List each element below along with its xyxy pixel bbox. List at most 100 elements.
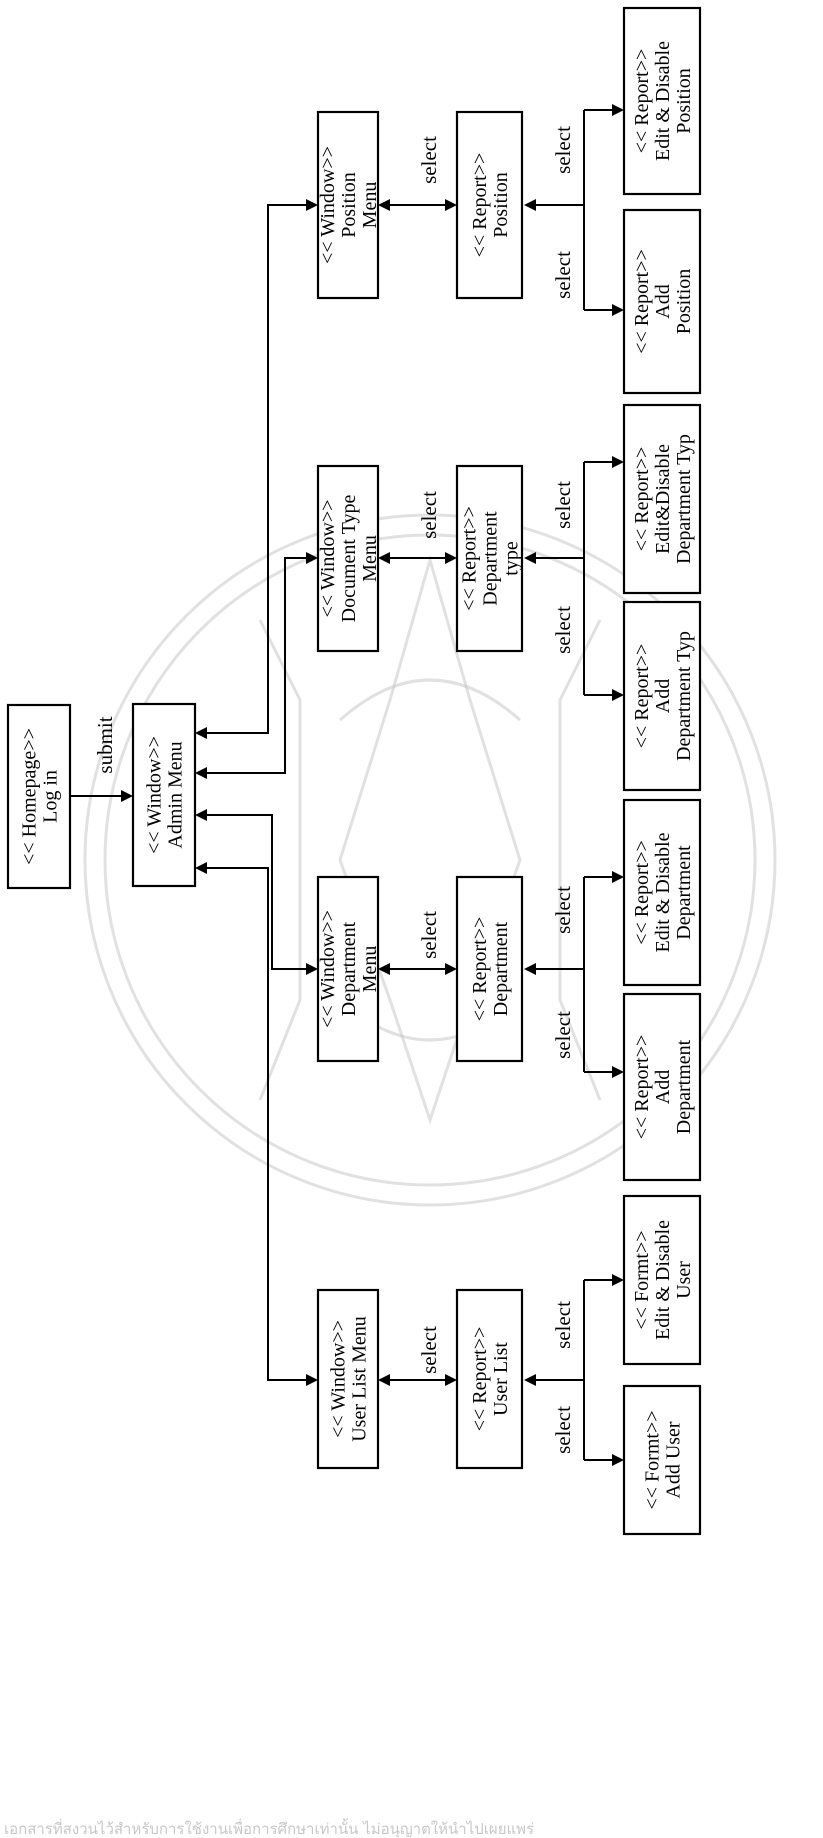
box-label-line: Edit & Disable [652, 41, 674, 161]
box-label-line: Department Typ [673, 631, 695, 761]
label-select-add-doctype: select [551, 606, 575, 654]
box-label: << Report>>Departmenttype [459, 506, 523, 611]
box-label-line: Department Typ [673, 434, 695, 564]
box-homepage: << Homepage>>Log in [6, 703, 72, 890]
box-frame [622, 798, 702, 987]
box-add-dept: << Report>>AddDepartment [622, 992, 702, 1182]
box-frame [622, 992, 702, 1182]
box-label-line: << Homepage>> [19, 728, 41, 865]
connector-admin-userlist [195, 862, 318, 1386]
box-frame [316, 1288, 380, 1470]
box-label: << Window>>DepartmentMenu [317, 910, 381, 1028]
box-label-line: Edit & Disable [652, 1220, 674, 1340]
box-edit-dept-typ: << Report>>Edit&DisableDepartment Typ [622, 403, 702, 595]
box-label-line: << Report>> [631, 447, 653, 552]
label-select-edit-position: select [551, 126, 575, 174]
box-frame [455, 464, 524, 653]
box-edit-pos: << Report>>Edit & DisablePosition [622, 6, 702, 196]
label-select-add-userlist: select [551, 1406, 575, 1454]
label-select-userlist: select [417, 1326, 441, 1374]
box-label-line: Admin Menu [165, 741, 187, 848]
box-frame [622, 6, 702, 196]
label-select-edit-department: select [551, 886, 575, 934]
box-label-line: Edit&Disable [652, 444, 674, 554]
connector-lines [70, 104, 624, 1466]
box-label-line: Department [673, 1039, 695, 1134]
box-label-line: << Window>> [317, 910, 339, 1028]
box-label-line: User List Menu [349, 1316, 371, 1442]
box-add-pos: << Report>>AddPosition [622, 208, 702, 395]
box-frame [316, 110, 380, 300]
box-label: << Window>>Admin Menu [144, 736, 187, 854]
box-label: << Report>>AddPosition [631, 249, 695, 354]
box-frame [622, 1384, 702, 1536]
box-label: << Formt>>Edit & DisableUser [631, 1220, 695, 1340]
box-frame [131, 702, 197, 888]
box-label: << Report>>AddDepartment Typ [631, 631, 695, 761]
box-label-line: Department [480, 511, 502, 606]
box-label-line: Department [338, 921, 360, 1016]
box-label-line: Log in [40, 770, 62, 823]
box-edit-user: << Formt>>Edit & DisableUser [622, 1194, 702, 1366]
box-label-line: << Report>> [469, 153, 491, 258]
box-label-line: User [673, 1261, 695, 1299]
box-label: << Report>>Position [469, 153, 512, 258]
connector-admin-position [195, 199, 318, 739]
box-label-line: << Report>> [631, 49, 653, 154]
box-label-line: << Report>> [459, 506, 481, 611]
box-frame [316, 464, 380, 653]
label-select-add-position: select [551, 251, 575, 299]
box-doctype-menu: << Window>>Document TypeMenu [316, 464, 381, 653]
box-label-line: << Report>> [631, 1035, 653, 1140]
box-label-line: << Window>> [317, 146, 339, 264]
box-label-line: Position [490, 172, 512, 238]
box-label-line: Document Type [338, 495, 360, 623]
box-user-list: << Report>>User List [455, 1288, 524, 1470]
box-label-line: << Report>> [469, 917, 491, 1022]
box-label-line: << Formt>> [631, 1230, 653, 1329]
box-label: << Report>>Department [469, 917, 512, 1022]
box-label-line: << Report>> [631, 644, 653, 749]
box-label-line: << Window>> [317, 500, 339, 618]
box-label: << Report>>Edit & DisableDepartment [631, 832, 695, 952]
box-dept-report: << Report>>Department [455, 875, 524, 1063]
box-user-list-menu: << Window>>User List Menu [316, 1288, 380, 1470]
label-select-add-department: select [551, 1011, 575, 1059]
box-frame [455, 1288, 524, 1470]
box-label: << Window>>PositionMenu [317, 146, 381, 264]
box-label-line: User List [490, 1342, 512, 1416]
box-label-line: Add [652, 679, 674, 713]
box-label: << Report>>Edit & DisablePosition [631, 41, 695, 161]
box-label-line: << Report>> [469, 1327, 491, 1432]
box-frame [622, 600, 702, 792]
box-label: << Report>>Edit&DisableDepartment Typ [631, 434, 695, 564]
box-frame [622, 1194, 702, 1366]
box-label-line: << Formt>> [642, 1410, 664, 1509]
box-dept-type: << Report>>Departmenttype [455, 464, 524, 653]
box-frame [622, 208, 702, 395]
box-label-line: << Report>> [631, 249, 653, 354]
label-select-position: select [417, 136, 441, 184]
box-label-line: Edit & Disable [652, 832, 674, 952]
box-label-line: type [501, 541, 523, 576]
connector-admin-department [195, 809, 318, 975]
box-label: << Homepage>>Log in [19, 728, 62, 865]
box-admin: << Window>>Admin Menu [131, 702, 197, 888]
box-label-line: << Window>> [328, 1320, 350, 1438]
box-dept-menu: << Window>>DepartmentMenu [316, 875, 381, 1063]
box-frame [622, 403, 702, 595]
footer-watermark-text: เอกสารที่สงวนไว้สำหรับการใช้งานเพื่อการศ… [4, 1820, 535, 1837]
box-frame [455, 875, 524, 1063]
box-label-line: Add [652, 284, 674, 318]
box-frame [6, 703, 72, 890]
label-select-edit-doctype: select [551, 481, 575, 529]
box-label: << Window>>Document TypeMenu [317, 495, 381, 623]
box-label-line: Add User [663, 1421, 685, 1499]
box-label-line: Menu [359, 946, 381, 993]
box-label: << Formt>>Add User [642, 1410, 685, 1509]
edge-labels: submitselectselectselectselectselectsele… [93, 126, 575, 1454]
box-edit-dept: << Report>>Edit & DisableDepartment [622, 798, 702, 987]
label-select-doctype: select [417, 491, 441, 539]
box-label-line: Department [673, 845, 695, 940]
box-label-line: << Window>> [144, 736, 166, 854]
